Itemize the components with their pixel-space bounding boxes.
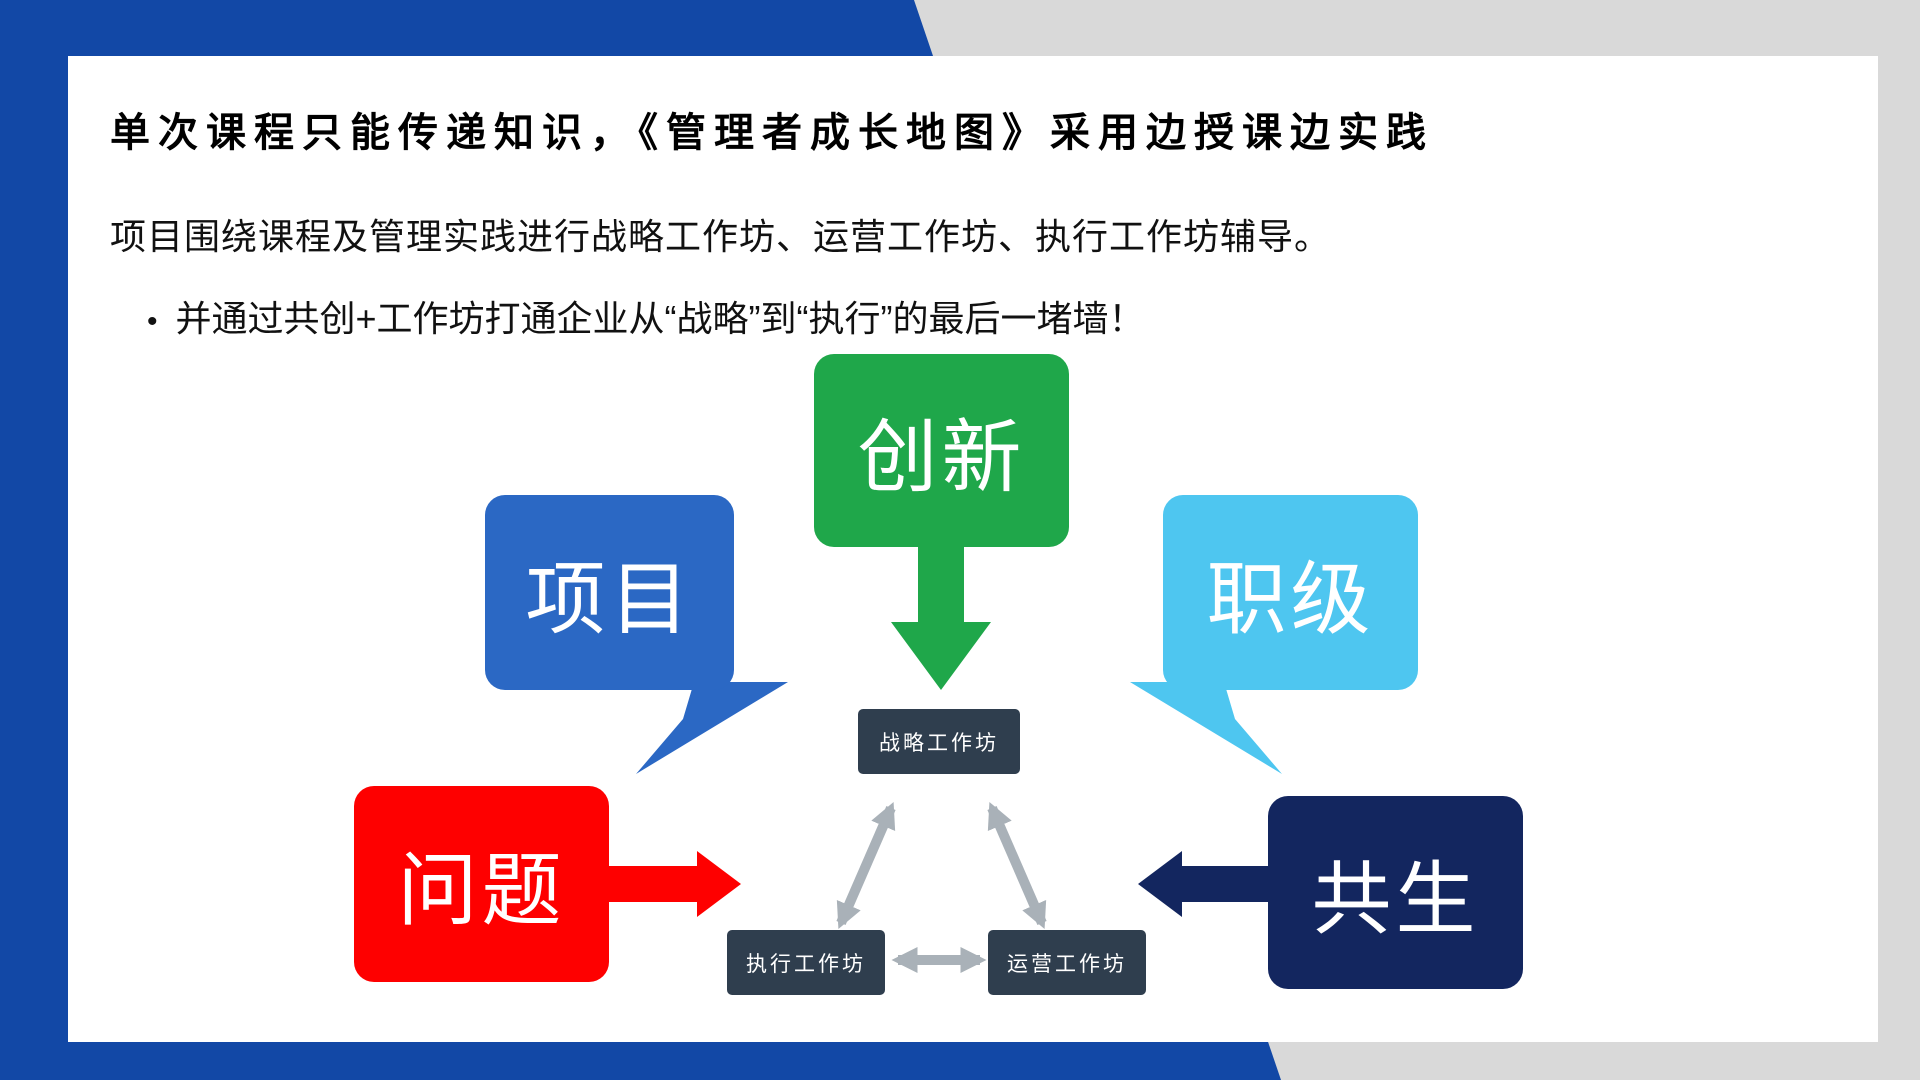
rank-bubble-tail — [1130, 682, 1282, 774]
workshop-execution-box: 执行工作坊 — [727, 930, 885, 995]
bubble-project: 项目 — [485, 495, 734, 690]
workshop-strategy-label: 战略工作坊 — [879, 731, 999, 755]
project-bubble-tail — [636, 682, 788, 774]
slide-subtitle: 项目围绕课程及管理实践进行战略工作坊、运营工作坊、执行工作坊辅导。 — [110, 216, 1332, 257]
workshop-execution-label: 执行工作坊 — [746, 952, 866, 976]
bubble-symbiosis: 共生 — [1268, 796, 1523, 989]
green-down-arrow-icon — [891, 545, 991, 690]
workshop-operation-label: 运营工作坊 — [1007, 952, 1127, 976]
bubble-innovation-label: 创新 — [857, 412, 1026, 502]
workshop-connector-arrows-icon — [836, 802, 1047, 973]
bubble-rank-label: 职级 — [1206, 554, 1375, 644]
bubble-problem: 问题 — [354, 786, 609, 982]
bullet-text: 并通过共创+工作坊打通企业从“战略”到“执行”的最后一堵墙！ — [175, 298, 1145, 339]
bubble-rank: 职级 — [1163, 495, 1418, 690]
bullet-item: • 并通过共创+工作坊打通企业从“战略”到“执行”的最后一堵墙！ — [147, 290, 1145, 342]
bubble-problem-label: 问题 — [397, 846, 566, 935]
bubble-project-label: 项目 — [525, 554, 694, 644]
workshop-strategy-box: 战略工作坊 — [858, 709, 1020, 774]
bubble-symbiosis-label: 共生 — [1311, 854, 1480, 944]
navy-left-arrow-icon — [1138, 851, 1268, 917]
bullet-dot: • — [147, 305, 158, 338]
slide-title: 单次课程只能传递知识，《管理者成长地图》采用边授课边实践 — [110, 111, 1434, 155]
bubble-innovation: 创新 — [814, 354, 1069, 547]
red-right-arrow-icon — [609, 851, 741, 917]
workshop-operation-box: 运营工作坊 — [988, 930, 1146, 995]
